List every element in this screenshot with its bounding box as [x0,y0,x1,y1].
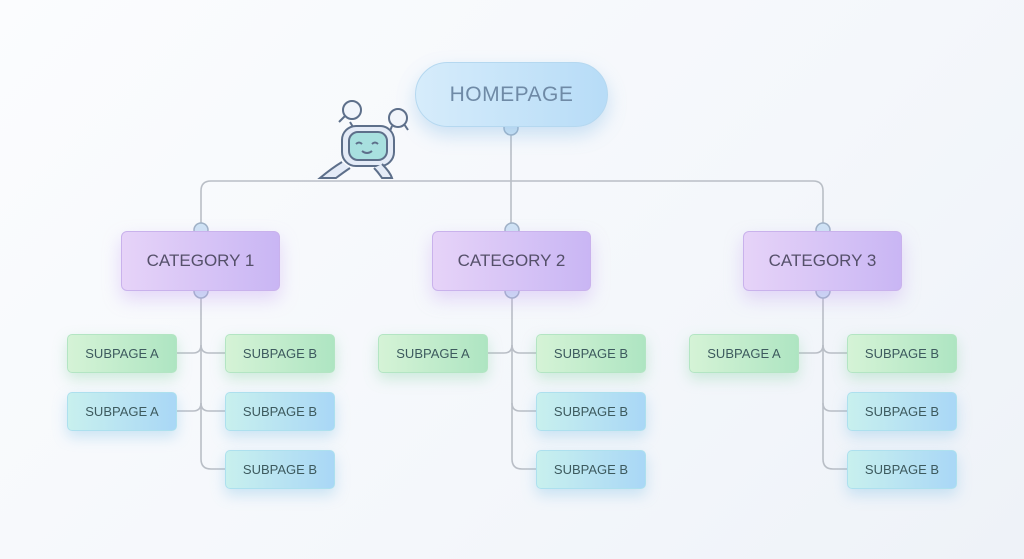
connector-line [488,344,513,354]
subpage-label: SUBPAGE B [553,404,629,419]
subpage-node[interactable]: SUBPAGE A [689,334,799,373]
subpage-node[interactable]: SUBPAGE A [378,334,488,373]
connector-line [177,402,202,412]
subpage-label: SUBPAGE A [85,404,159,419]
category-node[interactable]: CATEGORY 3 [743,231,902,291]
subpage-node[interactable]: SUBPAGE B [536,334,646,373]
connector-line [511,291,536,470]
subpage-label: SUBPAGE A [396,346,470,361]
subpage-label: SUBPAGE B [242,346,318,361]
subpage-label: SUBPAGE B [242,462,318,477]
homepage-label: HOMEPAGE [449,82,574,106]
subpage-node[interactable]: SUBPAGE A [67,392,177,431]
connector-line [822,402,847,412]
connector-line [822,291,847,470]
connector-line [177,344,202,354]
connector-line [822,344,847,354]
subpage-label: SUBPAGE B [864,346,940,361]
subpage-node[interactable]: SUBPAGE B [225,334,335,373]
subpage-label: SUBPAGE B [864,404,940,419]
robot-mascot-icon [317,100,409,179]
category-node[interactable]: CATEGORY 1 [121,231,280,291]
homepage-node[interactable]: HOMEPAGE [415,62,608,127]
subpage-label: SUBPAGE B [242,404,318,419]
subpage-node[interactable]: SUBPAGE B [225,392,335,431]
subpage-node[interactable]: SUBPAGE B [536,450,646,489]
connector-line [200,344,225,354]
category-node[interactable]: CATEGORY 2 [432,231,591,291]
subpage-node[interactable]: SUBPAGE B [225,450,335,489]
subpage-label: SUBPAGE A [707,346,781,361]
subpage-node[interactable]: SUBPAGE A [67,334,177,373]
connector-line [200,180,824,230]
subpage-node[interactable]: SUBPAGE B [847,334,957,373]
connector-line [511,344,536,354]
category-label: CATEGORY 3 [768,251,877,270]
subpage-label: SUBPAGE B [864,462,940,477]
connector-line [200,402,225,412]
subpage-label: SUBPAGE B [553,462,629,477]
category-label: CATEGORY 1 [146,251,255,270]
category-label: CATEGORY 2 [457,251,566,270]
connector-line [200,291,225,470]
connector-line [799,344,824,354]
subpage-node[interactable]: SUBPAGE B [847,450,957,489]
connector-line [511,402,536,412]
subpage-node[interactable]: SUBPAGE B [536,392,646,431]
subpage-label: SUBPAGE B [553,346,629,361]
subpage-label: SUBPAGE A [85,346,159,361]
subpage-node[interactable]: SUBPAGE B [847,392,957,431]
